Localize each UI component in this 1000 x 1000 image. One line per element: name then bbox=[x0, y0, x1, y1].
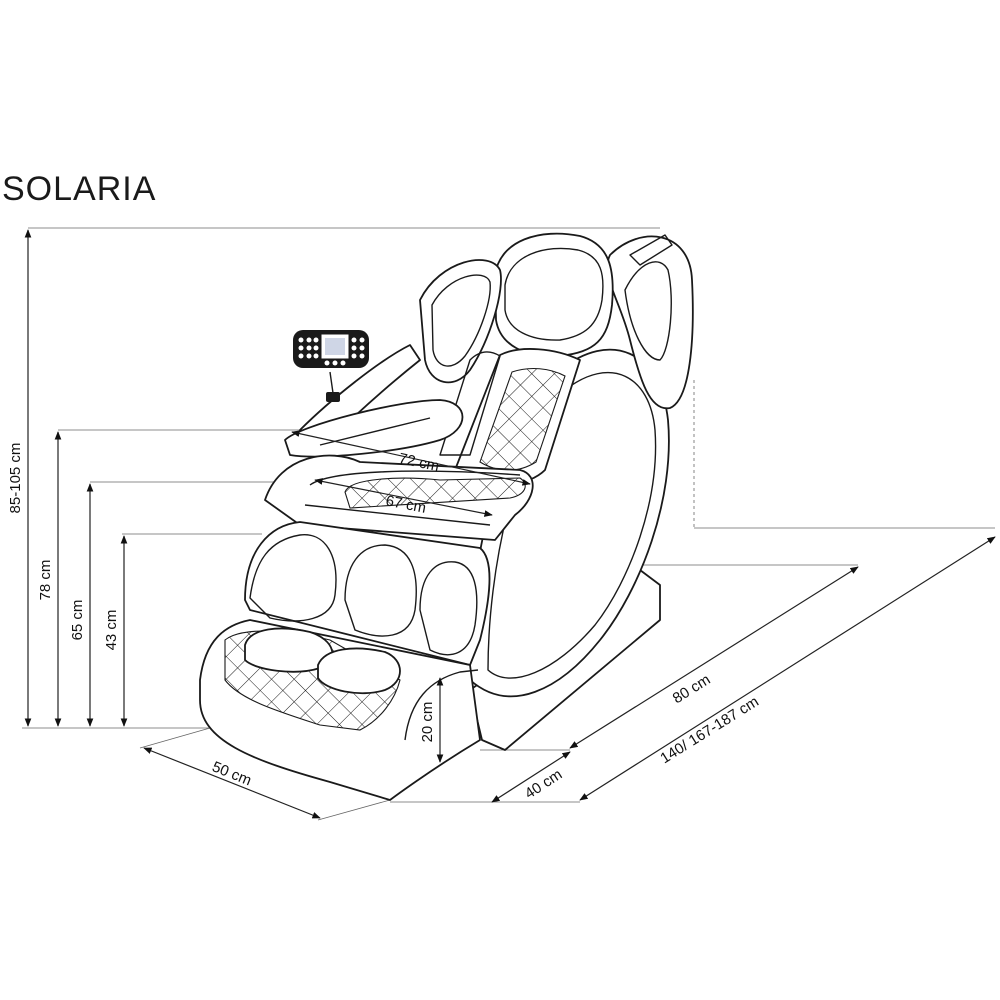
dim-armrest-height: 78 cm bbox=[37, 560, 54, 601]
dim-foot-height: 20 cm bbox=[419, 702, 436, 743]
product-title: SOLARIA bbox=[2, 170, 157, 208]
dim-leg-depth: 40 cm bbox=[522, 766, 566, 803]
dim-total-length: 140/ 167-187 cm bbox=[657, 693, 761, 767]
dim-front-depth: 50 cm bbox=[210, 758, 254, 789]
dim-total-height: 85-105 cm bbox=[7, 443, 24, 514]
dim-base-depth: 80 cm bbox=[670, 671, 714, 707]
dimension-lines bbox=[24, 229, 996, 819]
massage-chair-illustration bbox=[199, 232, 694, 801]
dim-inner-height: 65 cm bbox=[69, 600, 86, 641]
remote-control-icon bbox=[293, 330, 369, 368]
dim-seat-height: 43 cm bbox=[103, 610, 120, 651]
remote-mount-icon bbox=[326, 392, 340, 402]
